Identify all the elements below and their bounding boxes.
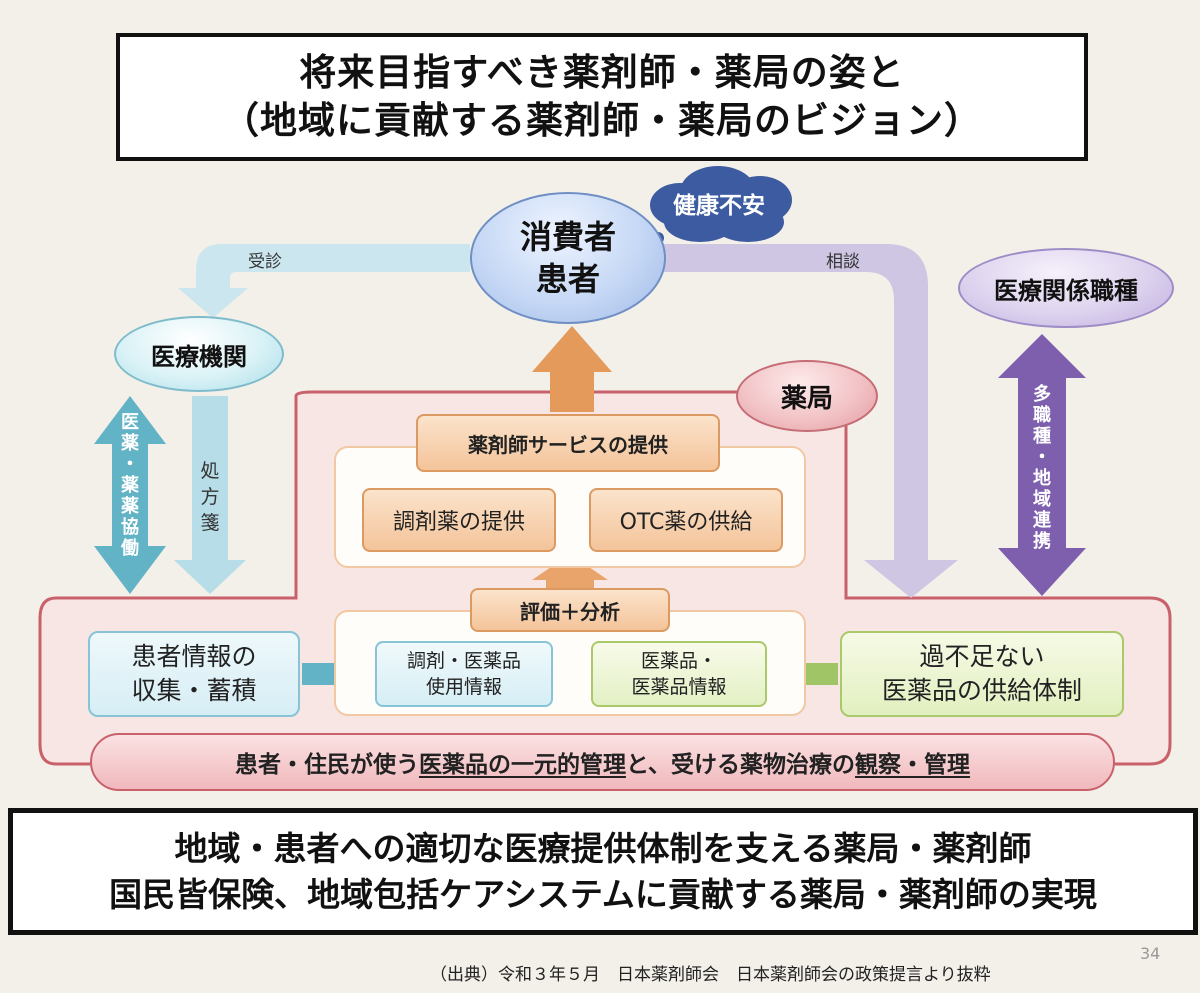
drug-info-line1: 医薬品・ [640, 650, 717, 672]
prescription-char: 箋 [200, 512, 220, 534]
dispensing-box: 調剤薬の提供 [362, 488, 556, 552]
interprof-char: ・ [1033, 447, 1051, 468]
usage-info-line1: 調剤・医薬品 [406, 650, 521, 672]
management-banner: 患者・住民が使う医薬品の一元的管理と、受ける薬物治療の観察・管理 [90, 733, 1115, 791]
title-line-1: 将来目指すべき薬剤師・薬局の姿と [299, 51, 905, 94]
page-number: 34 [1140, 944, 1161, 963]
banner-underline-2: 観察・管理 [855, 752, 971, 778]
consumer-label: 消費者 [519, 218, 616, 256]
analysis-header: 評価＋分析 [470, 588, 670, 632]
prescription-text: 処 方 箋 [198, 458, 222, 536]
interprof-char: 多 [1033, 384, 1051, 405]
visit-label: 受診 [248, 252, 282, 272]
interprof-char: 域 [1033, 489, 1051, 510]
service-up-arrow [532, 326, 612, 412]
banner-part2: と、受ける薬物治療の [625, 752, 856, 778]
title-line-2: （地域に貢献する薬剤師・薬局のビジョン） [222, 99, 982, 142]
drug-info-line2: 医薬品情報 [631, 676, 727, 698]
prescription-char: 方 [200, 486, 220, 508]
conclusion-box: 地域・患者への適切な医療提供体制を支える薬局・薬剤師 国民皆保険、地域包括ケアシ… [8, 808, 1198, 935]
prescription-char: 処 [200, 460, 220, 482]
collab-char: 薬 [121, 496, 139, 517]
drug-info-box: 医薬品・ 医薬品情報 [591, 641, 767, 707]
consumer-patient-oval: 消費者 患者 [470, 192, 666, 324]
pharmacy-label: 薬局 [780, 383, 833, 414]
pharmacy-oval: 薬局 [736, 360, 878, 432]
consult-label: 相談 [826, 252, 860, 272]
interprof-char: 携 [1033, 531, 1051, 552]
interprofessional-arrow [998, 334, 1086, 596]
medical-institution-oval: 医療機関 [114, 316, 284, 392]
supply-system-line1: 過不足ない [919, 642, 1045, 671]
conclusion-line-1: 地域・患者への適切な医療提供体制を支える薬局・薬剤師 [174, 828, 1032, 868]
patient-info-box: 患者情報の 収集・蓄積 [88, 631, 300, 717]
prescription-arrow [174, 396, 246, 594]
collab-char: 協 [121, 517, 139, 538]
medical-professions-label: 医療関係職種 [994, 276, 1138, 305]
collab-char: ・ [121, 454, 139, 475]
interprof-char: 地 [1033, 468, 1051, 489]
medical-professions-oval: 医療関係職種 [958, 248, 1174, 328]
supply-system-box: 過不足ない 医薬品の供給体制 [840, 631, 1124, 717]
banner-underline-1: 医薬品の一元的管理 [418, 752, 626, 778]
title-box: 将来目指すべき薬剤師・薬局の姿と （地域に貢献する薬剤師・薬局のビジョン） [116, 33, 1088, 161]
collab-char: 働 [121, 538, 139, 559]
source-citation: （出典）令和３年５月 日本薬剤師会 日本薬剤師会の政策提言より抜粋 [430, 965, 991, 985]
collaboration-text: 医 薬 ・ 薬 薬 協 働 [120, 412, 140, 559]
medical-institution-label: 医療機関 [151, 342, 247, 371]
interprof-char: 連 [1033, 510, 1051, 531]
collaboration-arrow [94, 396, 166, 594]
interprof-char: 種 [1033, 426, 1051, 447]
collab-char: 薬 [121, 433, 139, 454]
collab-char: 薬 [121, 475, 139, 496]
interprofessional-text: 多 職 種 ・ 地 域 連 携 [1032, 384, 1052, 552]
conclusion-line-2: 国民皆保険、地域包括ケアシステムに貢献する薬局・薬剤師の実現 [109, 874, 1097, 914]
usage-info-box: 調剤・医薬品 使用情報 [375, 641, 553, 707]
banner-part1: 患者・住民が使う [234, 752, 419, 778]
interprof-char: 職 [1033, 405, 1051, 426]
supply-system-line2: 医薬品の供給体制 [881, 676, 1082, 705]
visit-arrow [178, 244, 470, 318]
consult-arrow [664, 244, 958, 598]
analysis-up-arrow [532, 554, 608, 590]
collab-char: 医 [121, 412, 139, 433]
patient-label: 患者 [535, 260, 600, 298]
anxiety-cloud-label: 健康不安 [673, 193, 765, 219]
otc-box: OTC薬の供給 [589, 488, 783, 552]
service-header: 薬剤師サービスの提供 [416, 414, 720, 472]
patient-info-line1: 患者情報の [131, 642, 257, 671]
usage-info-line2: 使用情報 [425, 676, 502, 698]
patient-info-line2: 収集・蓄積 [131, 676, 257, 705]
